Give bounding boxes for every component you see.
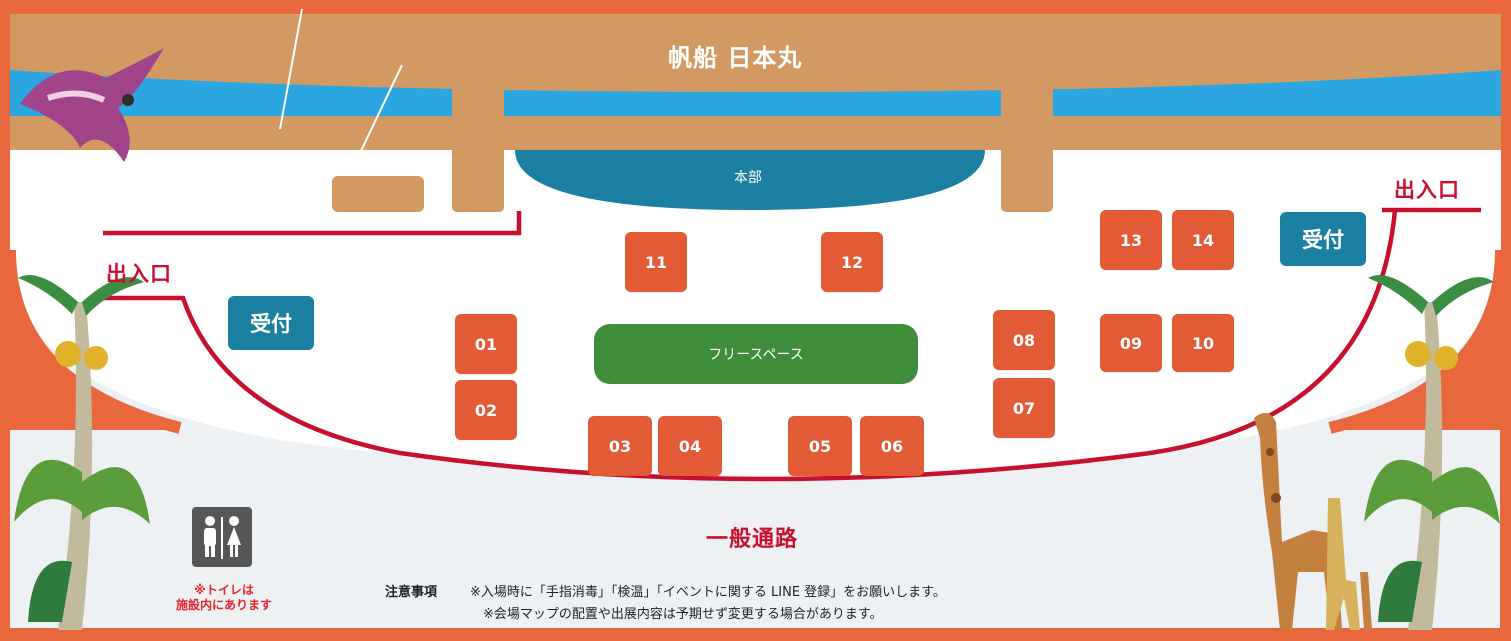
booth-13[interactable]: 13 — [1100, 210, 1162, 270]
booth-11[interactable]: 11 — [625, 232, 687, 292]
restroom-icon — [192, 507, 252, 567]
notice-heading: 注意事項 — [385, 585, 438, 600]
toilet-note-line2: 施設内にあります — [176, 598, 273, 612]
toilet-note-line1: ※トイレは — [194, 583, 254, 597]
toilet-note: ※トイレは 施設内にあります — [176, 583, 272, 613]
booth-07[interactable]: 07 — [993, 378, 1055, 438]
giraffe-drawing-icon — [1254, 412, 1372, 630]
booth-02[interactable]: 02 — [455, 380, 517, 440]
booth-12[interactable]: 12 — [821, 232, 883, 292]
notice-line-2: ※会場マップの配置や出展内容は予期せず変更する場合があります。 — [483, 607, 883, 622]
notice-line-1: ※入場時に「手指消毒」「検温」「イベントに関する LINE 登録」をお願いします… — [470, 585, 946, 600]
booth-10[interactable]: 10 — [1172, 314, 1234, 372]
booth-08[interactable]: 08 — [993, 310, 1055, 370]
booth-14[interactable]: 14 — [1172, 210, 1234, 270]
ship-title: 帆船 日本丸 — [668, 44, 803, 72]
reception-left: 受付 — [228, 296, 314, 350]
booth-06[interactable]: 06 — [860, 416, 924, 476]
booth-01[interactable]: 01 — [455, 314, 517, 374]
bird-drawing-icon — [20, 48, 164, 162]
free-space: フリースペース — [594, 324, 918, 384]
reception-right: 受付 — [1280, 212, 1366, 266]
general-aisle-label: 一般通路 — [706, 527, 799, 552]
handwriting-drawing — [279, 8, 403, 154]
booth-04[interactable]: 04 — [658, 416, 722, 476]
palm-tree-right-icon — [1364, 275, 1500, 630]
booth-05[interactable]: 05 — [788, 416, 852, 476]
palm-tree-left-icon — [14, 275, 150, 630]
headquarters-label: 本部 — [734, 170, 762, 186]
booth-09[interactable]: 09 — [1100, 314, 1162, 372]
entrance-left: 出入口 — [106, 262, 172, 286]
entrance-right: 出入口 — [1394, 178, 1460, 202]
booth-03[interactable]: 03 — [588, 416, 652, 476]
